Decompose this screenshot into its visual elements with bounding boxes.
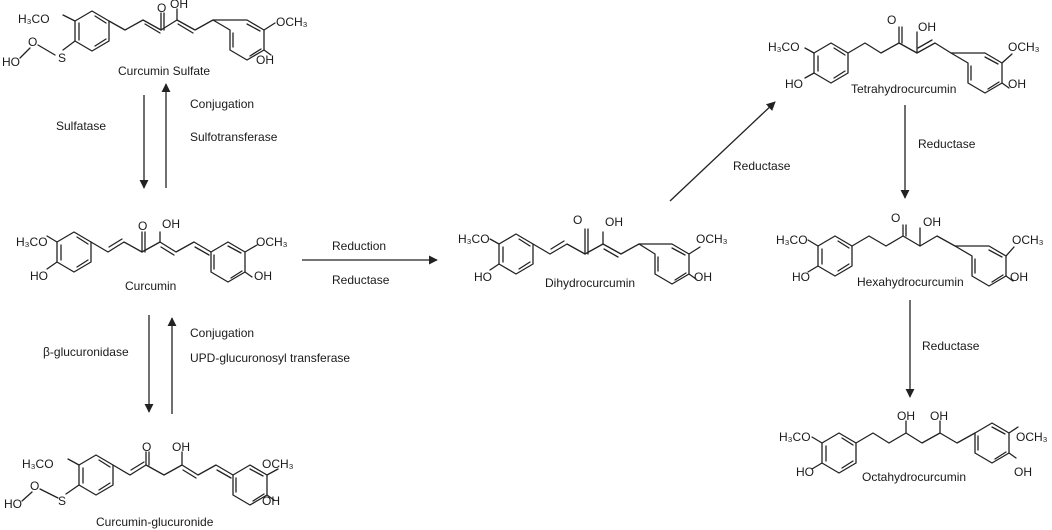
methoxy-label: OCH₃ bbox=[696, 232, 728, 246]
enol-label: OH bbox=[918, 20, 936, 34]
sulfur-label: S bbox=[58, 494, 66, 508]
methoxy-label: OCH₃ bbox=[1012, 233, 1044, 247]
ketone-label: O bbox=[157, 1, 166, 15]
peroxy-o-label: O bbox=[28, 35, 37, 49]
curcumin-glucuronide-label: Curcumin-glucuronide bbox=[96, 515, 214, 529]
conjugation-label: Conjugation bbox=[190, 97, 254, 111]
methoxy-label: H₃CO bbox=[16, 235, 48, 249]
hydroxyl-label: OH bbox=[1008, 77, 1026, 91]
hydroxyl-label: HO bbox=[792, 270, 810, 284]
hydroxyl-label: OH bbox=[1014, 465, 1032, 479]
hydroxyl-label: OH bbox=[256, 53, 274, 67]
reductase-label: Reductase bbox=[922, 339, 980, 353]
curcumin-label: Curcumin bbox=[125, 279, 176, 293]
conjugation-label: Conjugation bbox=[190, 326, 254, 340]
curcumin-sulfate-label: Curcumin Sulfate bbox=[118, 64, 210, 78]
methoxy-label: OCH₃ bbox=[276, 15, 308, 29]
enol-label: OH bbox=[930, 409, 948, 423]
hydroxyl-label: HO bbox=[30, 269, 48, 283]
hydroxyl-label: HO bbox=[785, 77, 803, 91]
hydroxyl-label: HO bbox=[796, 465, 814, 479]
octahydrocurcumin-structure: H₃CO HO OH OH OCH₃ OH bbox=[779, 409, 1048, 479]
beta-glucuronidase-label: β-glucuronidase bbox=[43, 345, 129, 359]
dihydrocurcumin-structure: H₃CO HO O OH OCH₃ OH bbox=[458, 213, 728, 285]
hydroxyl-label: OH bbox=[694, 270, 712, 284]
peroxy-o-label: O bbox=[30, 479, 39, 493]
methoxy-label: H₃CO bbox=[776, 233, 808, 247]
enol-label: OH bbox=[923, 215, 941, 229]
sulfatase-label: Sulfatase bbox=[56, 119, 106, 133]
peroxy-label: HO bbox=[4, 497, 22, 511]
reductase-label: Reductase bbox=[733, 159, 791, 173]
ketone-label: O bbox=[891, 211, 900, 225]
methoxy-label: H₃CO bbox=[779, 430, 811, 444]
curcumin-glucuronide-structure: H₃CO S O HO O OH OCH₃ OH bbox=[4, 440, 294, 511]
octahydrocurcumin-label: Octahydrocurcumin bbox=[862, 470, 966, 484]
sulfotransferase-label: Sulfotransferase bbox=[190, 130, 278, 144]
reductase-label: Reductase bbox=[332, 273, 390, 287]
sulfur-label: S bbox=[58, 51, 66, 65]
methoxy-label: H₃CO bbox=[18, 12, 50, 26]
hydroxyl-label: OH bbox=[262, 494, 280, 508]
methoxy-label: H₃CO bbox=[458, 232, 490, 246]
enol-label: OH bbox=[897, 409, 915, 423]
methoxy-label: OCH₃ bbox=[1008, 40, 1040, 54]
enol-label: OH bbox=[170, 0, 188, 11]
methoxy-label: H₃CO bbox=[768, 40, 800, 54]
hydroxyl-label: OH bbox=[1010, 270, 1028, 284]
enol-label: OH bbox=[172, 440, 190, 454]
dihydrocurcumin-label: Dihydrocurcumin bbox=[545, 276, 635, 290]
ketone-label: O bbox=[573, 213, 582, 227]
upd-glucuronosyl-transferase-label: UPD-glucuronosyl transferase bbox=[190, 351, 350, 365]
dihydro-to-tetra-arrow bbox=[669, 101, 776, 202]
methoxy-label: OCH₃ bbox=[256, 235, 288, 249]
reduction-label: Reduction bbox=[332, 239, 386, 253]
hydroxyl-label: HO bbox=[474, 270, 492, 284]
peroxy-label: HO bbox=[2, 55, 20, 69]
tetrahydrocurcumin-label: Tetrahydrocurcumin bbox=[851, 82, 956, 96]
tetrahydrocurcumin-structure: H₃CO HO O OH OCH₃ OH bbox=[768, 13, 1040, 94]
hexahydrocurcumin-structure: H₃CO HO O OH OCH₃ OH bbox=[776, 211, 1044, 287]
methoxy-label: OCH₃ bbox=[262, 457, 294, 471]
enol-label: OH bbox=[605, 215, 623, 229]
enol-label: OH bbox=[162, 217, 180, 231]
methoxy-label: H₃CO bbox=[22, 457, 54, 471]
methoxy-label: OCH₃ bbox=[1016, 430, 1048, 444]
reductase-label: Reductase bbox=[918, 137, 976, 151]
ketone-label: O bbox=[142, 440, 151, 454]
ketone-label: O bbox=[887, 13, 896, 27]
hexahydrocurcumin-label: Hexahydrocurcumin bbox=[857, 275, 964, 289]
hydroxyl-label: OH bbox=[254, 269, 272, 283]
ketone-label: O bbox=[138, 219, 147, 233]
curcumin-sulfate-structure: H₃CO S O HO O OH OCH₃ OH bbox=[2, 0, 308, 69]
curcumin-structure: H₃CO HO O OH OCH₃ OH bbox=[16, 217, 288, 283]
